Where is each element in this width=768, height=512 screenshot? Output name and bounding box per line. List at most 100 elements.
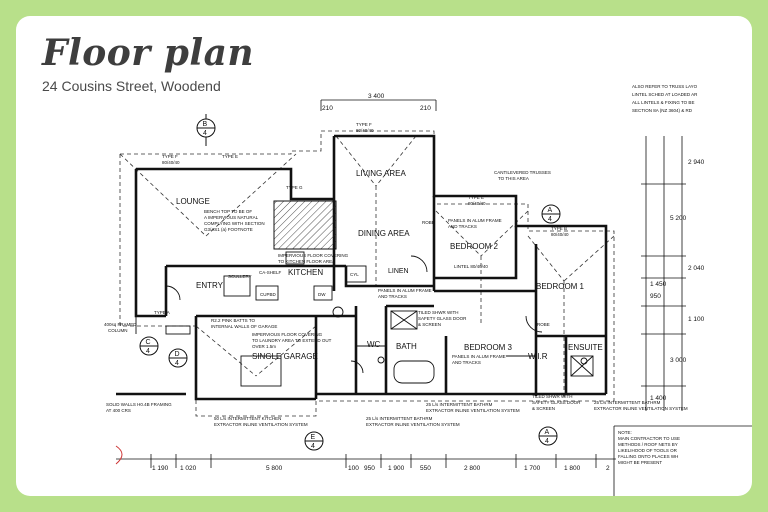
truss-note-2: LINTEL SCHED AT LOADED AR xyxy=(632,92,698,97)
robe-panels-2: AND TRACKS xyxy=(378,294,407,299)
dim-right-5: 950 xyxy=(650,293,661,300)
dim-right-8: 1 400 xyxy=(650,395,667,402)
marker-e-letter: E xyxy=(311,434,316,441)
dim-right-2: 5 200 xyxy=(670,215,687,222)
bath-extractor2-2: EXTRACTOR INLINE VENTILATION SYSTEM xyxy=(426,408,520,413)
marker-d-number: 4 xyxy=(175,360,179,367)
window-type-4: TYPE F xyxy=(356,122,372,127)
section-marker-d: D 4 xyxy=(168,348,188,368)
truss-note-3: ALL LINTELS & FIXING TO BE xyxy=(632,100,694,105)
section-marker-a-bottom: A 4 xyxy=(538,426,558,446)
dim-bottom-4: 100 xyxy=(348,465,359,472)
bed2-lintel: LINTEL 80/40/40 xyxy=(454,264,488,269)
misc-shelf: CA-SHELF xyxy=(259,270,282,275)
dim-right-4: 1 450 xyxy=(650,281,667,288)
note-box-3: METHODS / ROOF NETS BY xyxy=(618,442,678,447)
ens-extractor-1: 25 L/s INTERMITTENT BATHRM xyxy=(594,400,661,405)
bath-shower-1: TILED SHWR WITH xyxy=(418,310,459,315)
garage-batts-1: R2.2 PINK BATTS TO xyxy=(211,318,256,323)
truss-note-1: ALSO REFER TO TRUSS LAYO xyxy=(632,84,698,89)
room-bedroom-1: BEDROOM 1 xyxy=(536,282,585,291)
dim-right-1: 2 940 xyxy=(688,159,705,166)
room-bath: BATH xyxy=(396,342,417,351)
misc-robe-1: ROBE xyxy=(422,220,435,225)
bath-extractor-1: 25 L/s INTERMITTENT BATHRM xyxy=(366,416,433,421)
bed3-panels-2: AND TRACKS xyxy=(452,360,481,365)
lintel-3: 80/40/40 xyxy=(468,201,486,206)
section-marker-a-right: A 4 xyxy=(541,204,561,224)
column-note-1: 400sq FRAMED xyxy=(104,322,137,327)
truss-note-4: SECTION 8A (NZ 3604) & RD xyxy=(632,108,693,113)
note-box-4: LIKELIHOOD OF TOOLS OR xyxy=(618,448,678,453)
room-entry: ENTRY xyxy=(196,281,224,290)
lintel-2: 80/40/40 xyxy=(356,128,374,133)
section-marker-c: C 4 xyxy=(139,336,159,356)
bench-note-2: A IMPERVIOUS NATURAL xyxy=(204,215,259,220)
dim-bottom-3: 5 800 xyxy=(266,465,283,472)
ens-shower-1: TILED SHWR WITH xyxy=(532,394,573,399)
room-wir: W.I.R xyxy=(528,352,548,361)
room-linen: LINEN xyxy=(388,268,409,275)
misc-cupbd: CUPBD xyxy=(260,292,277,297)
dim-top-3: 210 xyxy=(420,105,431,112)
dim-bottom-7: 550 xyxy=(420,465,431,472)
walls xyxy=(134,134,608,401)
page-title: Floor plan xyxy=(42,32,255,74)
garage-batts-2: INTERNAL WALLS OF GARAGE xyxy=(211,324,277,329)
bath-shower-3: & SCREEN xyxy=(418,322,441,327)
annotation-notes: ALSO REFER TO TRUSS LAYO LINTEL SCHED AT… xyxy=(104,84,698,465)
dim-bottom-8: 2 800 xyxy=(464,465,481,472)
window-type-6: TYPE B xyxy=(551,226,567,231)
dim-bottom-6: 1 900 xyxy=(388,465,405,472)
floor-plan-drawing: B 4 A 4 A 4 C 4 xyxy=(104,84,752,496)
marker-c-number: 4 xyxy=(146,348,150,355)
misc-robe-2: ROBE xyxy=(537,322,550,327)
garage-floor-3: OVER 1.5m xyxy=(252,344,276,349)
room-bedroom-2: BEDROOM 2 xyxy=(450,242,499,251)
marker-a-right-number: 4 xyxy=(548,216,552,223)
marker-a-right-letter: A xyxy=(548,207,553,214)
window-type-5: TYPE E xyxy=(468,195,484,200)
column-note-2: COLUMN xyxy=(108,328,128,333)
marker-e-number: 4 xyxy=(311,443,315,450)
note-box-5: FALLING ONTO PLACES WH xyxy=(618,454,678,459)
ens-shower-3: & SCREEN xyxy=(532,406,555,411)
dim-bottom-5: 950 xyxy=(364,465,375,472)
misc-cyl: CYL xyxy=(350,272,359,277)
roof-outline xyxy=(119,130,615,417)
cantilevered-note-1: CANTILEVERED TRUSSES xyxy=(494,170,551,175)
bed2-panels-1: PANELS IN ALUM FRAME xyxy=(448,218,502,223)
marker-a-bottom-number: 4 xyxy=(545,438,549,445)
kitchen-floor-note-1: IMPERVIOUS FLOOR COVERING xyxy=(278,253,349,258)
dim-right-3: 2 040 xyxy=(688,265,705,272)
garage-floor-1: IMPERVIOUS FLOOR COVERING xyxy=(252,332,323,337)
room-wc: WC xyxy=(367,340,381,349)
dimension-text: 3 400 210 210 2 940 5 200 2 040 1 450 95… xyxy=(152,93,705,472)
window-type-1: TYPE F xyxy=(162,154,178,159)
ens-shower-2: SAFETY GLASS DOOR xyxy=(532,400,581,405)
misc-dw: DW xyxy=(318,292,326,297)
note-box-1: NOTE: xyxy=(618,430,632,435)
garage-floor-2: TO LAUNDRY AREA TO EXTEND OUT xyxy=(252,338,332,343)
room-bedroom-3: BEDROOM 3 xyxy=(464,343,513,352)
marker-b-number: 4 xyxy=(203,130,207,137)
dim-top-1: 3 400 xyxy=(368,93,385,100)
room-dining: DINING AREA xyxy=(358,229,410,238)
room-kitchen: KITCHEN xyxy=(288,268,323,277)
marker-c-letter: C xyxy=(146,339,151,346)
room-lounge: LOUNGE xyxy=(176,197,210,206)
robe-panels-1: PANELS IN ALUM FRAME xyxy=(378,288,432,293)
lintel-1: 80/40/40 xyxy=(162,160,180,165)
dim-bottom-10: 1 800 xyxy=(564,465,581,472)
bed3-panels-1: PANELS IN ALUM FRAME xyxy=(452,354,506,359)
marker-a-bottom-letter: A xyxy=(545,429,550,436)
room-garage: SINGLE GARAGE xyxy=(252,352,318,361)
kitchen-floor-note-2: TO KITCHEN FLOOR AREA xyxy=(278,259,335,264)
dim-bottom-11: 2 xyxy=(606,465,610,472)
dim-right-6: 1 100 xyxy=(688,316,705,323)
window-type-7: TYPE A xyxy=(154,310,170,315)
ens-extractor-2: EXTRACTOR INLINE VENTILATION SYSTEM xyxy=(594,406,688,411)
lintel-4: 80/40/40 xyxy=(551,232,569,237)
dim-bottom-9: 1 700 xyxy=(524,465,541,472)
kitchen-extractor-2: EXTRACTOR INLINE VENTILATION SYSTEM xyxy=(214,422,308,427)
